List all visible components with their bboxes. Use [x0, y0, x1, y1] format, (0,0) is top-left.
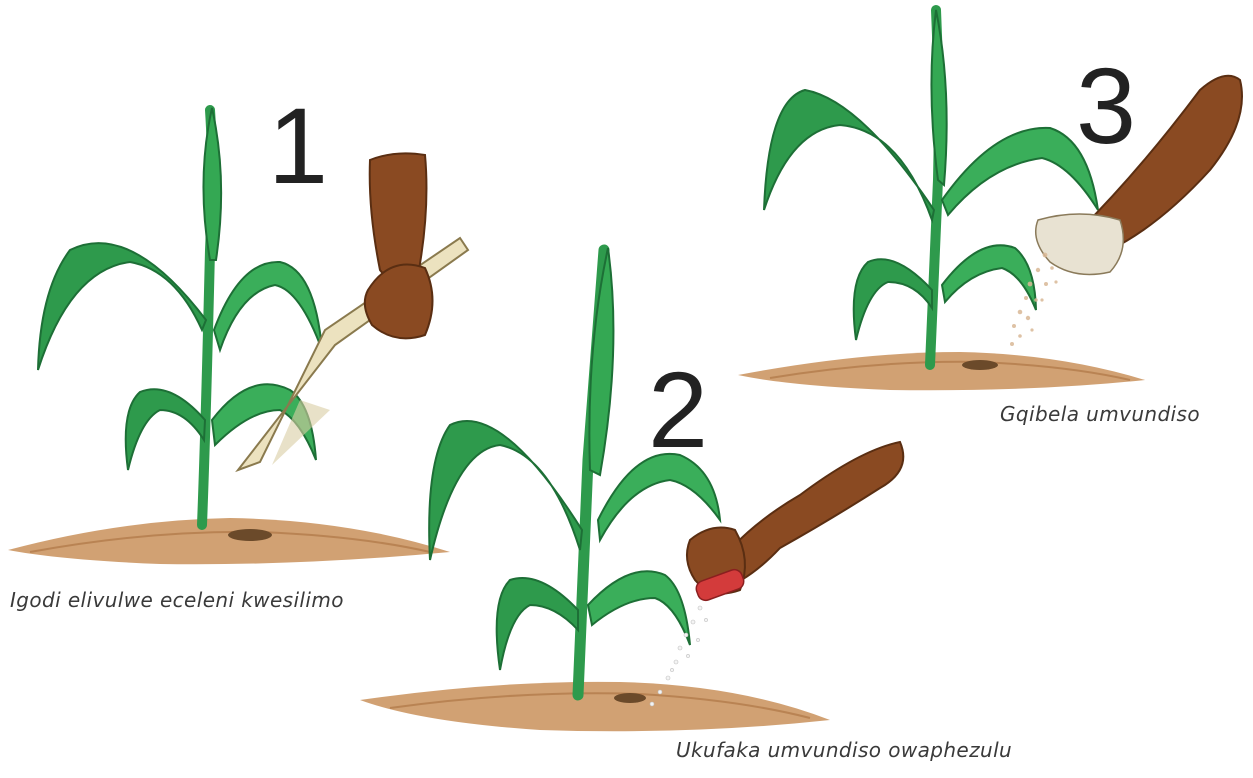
step-3-number: 3	[1076, 52, 1136, 160]
maize-plant-icon	[429, 248, 720, 695]
step-2-number: 2	[648, 356, 708, 464]
step-1-caption: Igodi elivulwe eceleni kwesilimo	[10, 588, 344, 612]
maize-plant-icon	[764, 10, 1098, 365]
planting-hole	[228, 529, 272, 541]
step-1-number: 1	[268, 92, 328, 200]
step-2-caption: Ukufaka umvundiso owaphezulu	[676, 738, 1012, 762]
step-3-panel: 3 Gqibela umvundiso	[730, 0, 1253, 440]
step-3-illustration	[730, 0, 1253, 440]
planting-hole	[614, 693, 646, 703]
step-3-caption: Gqibela umvundiso	[1000, 402, 1200, 426]
planting-hole	[962, 360, 998, 370]
